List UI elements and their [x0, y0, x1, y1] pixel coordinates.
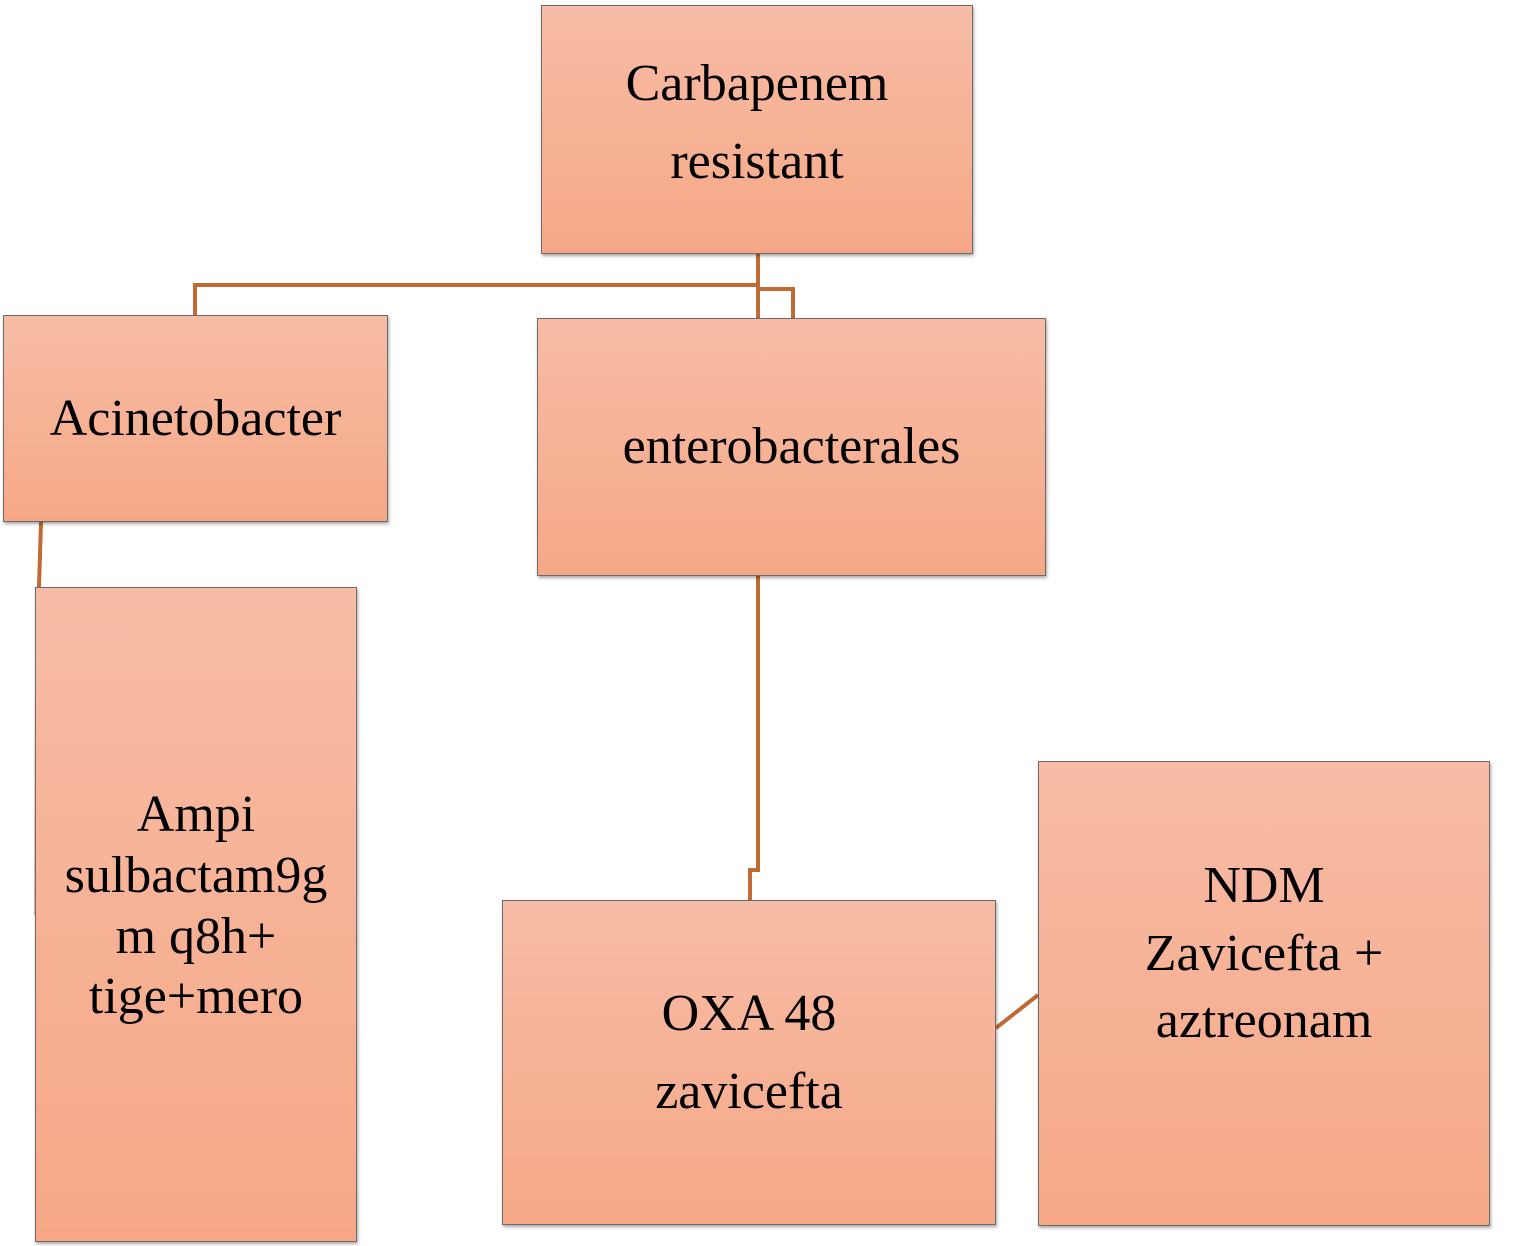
node-enterobacterales: enterobacterales	[537, 318, 1046, 576]
edge-oxa48-ndm	[994, 993, 1040, 1030]
node-oxa48: OXA 48 zavicefta	[502, 900, 996, 1225]
edge-root-acinetobacter	[193, 254, 760, 315]
node-ndm: NDM Zavicefta + aztreonam	[1038, 761, 1490, 1226]
node-ndm-label: NDM Zavicefta + aztreonam	[1144, 857, 1384, 1050]
node-carbapenem-resistant: Carbapenem resistant	[541, 5, 973, 254]
edge-acinetobacter-ampi	[37, 521, 43, 588]
edge-root-enterobacterales	[756, 285, 795, 318]
node-enterobacterales-label: enterobacterales	[622, 418, 961, 475]
node-ampi-sulbactam: Ampi sulbactam9g m q8h+ tige+mero	[35, 587, 357, 1242]
node-acinetobacter: Acinetobacter	[3, 315, 388, 522]
node-carbapenem-resistant-label: Carbapenem resistant	[625, 54, 889, 190]
node-acinetobacter-label: Acinetobacter	[49, 389, 342, 447]
edge-enterobacterales-oxa48	[748, 576, 760, 900]
node-ampi-sulbactam-label: Ampi sulbactam9g m q8h+ tige+mero	[64, 785, 328, 1026]
node-oxa48-label: OXA 48 zavicefta	[655, 984, 843, 1120]
